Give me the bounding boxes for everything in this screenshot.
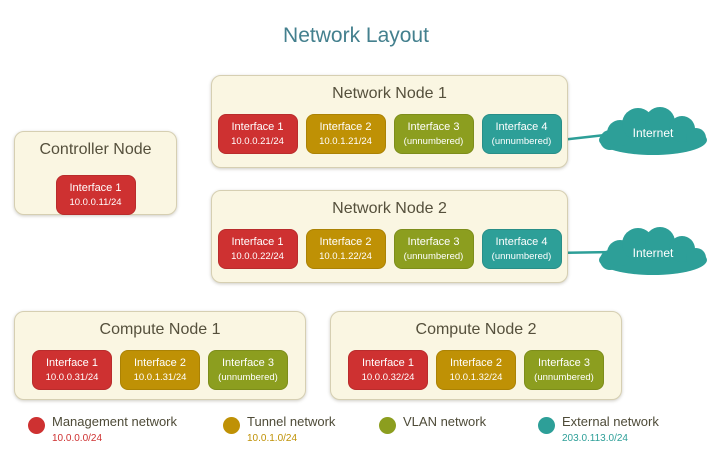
interface-label: Interface 2	[134, 357, 186, 369]
legend-texts: Management network 10.0.0.0/24	[52, 414, 177, 445]
legend-texts: External network 203.0.113.0/24	[562, 414, 659, 445]
interface-chip: Interface 1 10.0.0.22/24	[217, 229, 298, 269]
legend-label: Management network	[52, 414, 178, 429]
legend-label: External network	[562, 414, 659, 429]
internet-label-2: Internet	[632, 246, 674, 260]
interface-chip: Interface 3 (unnumbered)	[393, 114, 474, 154]
legend-swatch-vlan	[379, 417, 396, 434]
interface-row: Interface 1 10.0.0.22/24 Interface 2 10.…	[212, 229, 567, 269]
legend-label: Tunnel network	[247, 414, 336, 429]
node-title: Network Node 2	[332, 200, 447, 217]
controller-node: Controller Node Interface 1 10.0.0.11/24	[14, 131, 177, 215]
legend-item-external: External network 203.0.113.0/24	[538, 414, 659, 445]
legend-texts: VLAN network	[403, 414, 486, 434]
interface-value: 10.0.0.32/24	[361, 372, 415, 383]
interface-chip: Interface 2 10.0.1.32/24	[436, 350, 516, 390]
legend-label: VLAN network	[403, 414, 487, 429]
interface-label: Interface 4	[495, 121, 548, 133]
interface-value: 10.0.1.21/24	[319, 136, 372, 147]
interface-chip: Interface 1 10.0.0.21/24	[217, 114, 298, 154]
interface-label: Interface 1	[231, 121, 284, 133]
diagram-title: Network Layout	[283, 24, 429, 47]
interface-label: Interface 2	[450, 357, 502, 369]
interface-value: (unnumbered)	[534, 372, 594, 383]
interface-value: (unnumbered)	[218, 372, 278, 383]
interface-value: (unnumbered)	[403, 136, 464, 147]
internet-label-1: Internet	[632, 126, 674, 140]
node-title: Controller Node	[39, 141, 152, 158]
interface-chip: Interface 2 10.0.1.31/24	[120, 350, 200, 390]
compute-node-1: Compute Node 1 Interface 1 10.0.0.31/24 …	[14, 311, 306, 400]
interface-value: 10.0.0.31/24	[45, 372, 99, 383]
network-node-2: Network Node 2 Interface 1 10.0.0.22/24 …	[211, 190, 568, 283]
interface-value: 10.0.0.22/24	[231, 251, 284, 262]
legend-value: 10.0.0.0/24	[52, 433, 103, 444]
interface-row: Interface 1 10.0.0.32/24 Interface 2 10.…	[331, 350, 621, 390]
interface-label: Interface 3	[407, 236, 460, 248]
interface-value: (unnumbered)	[403, 251, 464, 262]
interface-value: 10.0.1.31/24	[133, 372, 187, 383]
interface-chip: Interface 3 (unnumbered)	[208, 350, 288, 390]
interface-chip: Interface 1 10.0.0.11/24	[55, 175, 136, 215]
interface-chip: Interface 4 (unnumbered)	[481, 114, 562, 154]
interface-value: 10.0.1.22/24	[319, 251, 372, 262]
interface-value: 10.0.0.21/24	[231, 136, 284, 147]
interface-chip: Interface 2 10.0.1.22/24	[305, 229, 386, 269]
legend-swatch-external	[538, 417, 555, 434]
interface-label: Interface 1	[69, 182, 122, 194]
interface-chip: Interface 3 (unnumbered)	[524, 350, 604, 390]
legend-item-vlan: VLAN network	[379, 414, 486, 434]
legend-texts: Tunnel network 10.0.1.0/24	[247, 414, 335, 445]
interface-row: Interface 1 10.0.0.21/24 Interface 2 10.…	[212, 114, 567, 154]
interface-chip: Interface 4 (unnumbered)	[481, 229, 562, 269]
legend-value: 203.0.113.0/24	[562, 433, 628, 444]
interface-value: (unnumbered)	[491, 136, 552, 147]
interface-row: Interface 1 10.0.0.31/24 Interface 2 10.…	[15, 350, 305, 390]
interface-chip: Interface 1 10.0.0.32/24	[348, 350, 428, 390]
compute-node-2: Compute Node 2 Interface 1 10.0.0.32/24 …	[330, 311, 622, 400]
legend-item-management: Management network 10.0.0.0/24	[28, 414, 177, 445]
interface-label: Interface 2	[319, 121, 372, 133]
interface-chip: Interface 2 10.0.1.21/24	[305, 114, 386, 154]
interface-label: Interface 3	[407, 121, 460, 133]
network-node-1: Network Node 1 Interface 1 10.0.0.21/24 …	[211, 75, 568, 168]
interface-label: Interface 1	[231, 236, 284, 248]
legend-swatch-tunnel	[223, 417, 240, 434]
interface-chip: Interface 3 (unnumbered)	[393, 229, 474, 269]
node-title: Compute Node 2	[415, 321, 537, 338]
legend-value: 10.0.1.0/24	[247, 433, 298, 444]
interface-chip: Interface 1 10.0.0.31/24	[32, 350, 112, 390]
interface-value: 10.0.1.32/24	[449, 372, 503, 383]
interface-value: (unnumbered)	[491, 251, 552, 262]
interface-label: Interface 2	[319, 236, 372, 248]
interface-label: Interface 3	[538, 357, 590, 369]
interface-value: 10.0.0.11/24	[69, 197, 122, 208]
interface-label: Interface 3	[222, 357, 274, 369]
interface-label: Interface 1	[362, 357, 414, 369]
interface-label: Interface 4	[495, 236, 548, 248]
node-title: Network Node 1	[332, 85, 447, 102]
node-title: Compute Node 1	[99, 321, 221, 338]
interface-label: Interface 1	[46, 357, 98, 369]
legend-swatch-management	[28, 417, 45, 434]
interface-row: Interface 1 10.0.0.11/24	[15, 175, 176, 215]
legend-item-tunnel: Tunnel network 10.0.1.0/24	[223, 414, 335, 445]
